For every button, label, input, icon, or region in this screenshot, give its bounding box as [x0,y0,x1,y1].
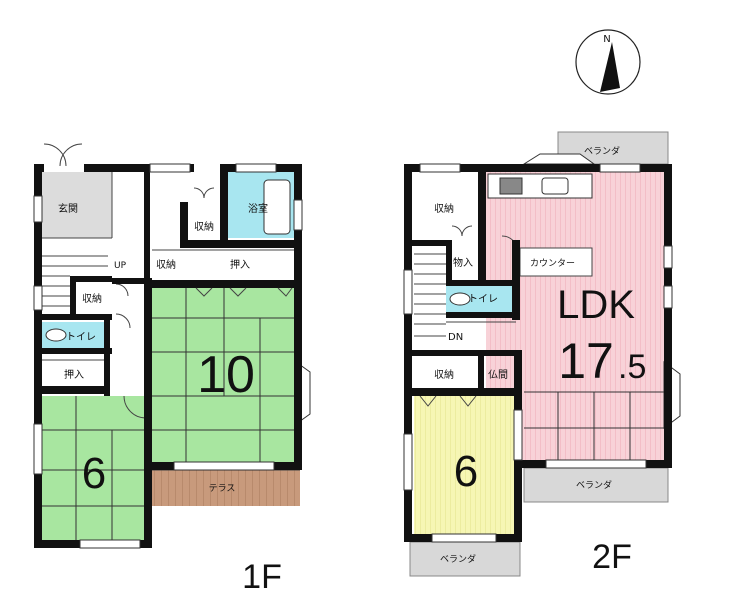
room-6-2f-floor [414,396,514,534]
compass: N [575,29,641,95]
north-arrow-icon [600,42,620,92]
veranda-right [523,467,669,503]
room-label-oshiire-6: 押入 [64,368,84,381]
veranda-right-label: ベランダ [576,479,612,491]
room-size-6-2f: 6 [454,447,478,496]
toilet-1f-icon [45,328,67,342]
washitsu-6-floor [40,396,148,540]
ldk-label: LDK [557,283,635,327]
bathtub-icon [263,179,291,235]
room-label-monoire: 物入 [453,256,473,269]
room-size-10: 10 [197,346,255,404]
north-label: N [603,34,610,45]
stove-icon [499,177,523,195]
toilet-2f-icon [449,292,471,306]
floor-label-1f: 1F [242,558,282,596]
door-markers-1f [195,287,293,297]
room-label-genkan: 玄関 [58,202,78,215]
room-label-storage-hall: 収納 [156,258,176,271]
first-floor-plan: 玄関 浴室 収納 UP 収納 押入 収納 トイレ 押入 10 6 テラス 1F [33,143,311,596]
floor-label-2f: 2F [592,538,632,576]
room-size-6-1f: 6 [82,449,106,498]
ldk-size-decimal: .5 [618,348,646,386]
room-label-counter: カウンター [530,258,575,269]
tatami-6 [40,396,148,540]
genkan-floor [42,172,112,238]
veranda-bottom-label: ベランダ [440,553,476,565]
room-label-storage-bath: 収納 [194,220,214,233]
room-label-storage-left: 収納 [82,292,102,305]
room-label-butsuma: 仏間 [488,369,508,381]
second-floor-plan: ベランダ 収納 物入 カウンター トイレ DN 収納 仏間 6 LDK 17 .… [195,131,681,577]
sink-icon [541,177,569,195]
tatami-10 [152,284,296,466]
room-label-toilet-1f: トイレ [66,332,96,343]
veranda-bottom [409,541,521,577]
room-label-bathroom: 浴室 [248,202,268,215]
veranda-top-label: ベランダ [584,145,620,157]
terrace-floor [152,470,300,506]
room-label-storage-top: 収納 [434,202,454,215]
room-label-terrace: テラス [209,483,236,494]
room-label-storage-6: 収納 [434,368,454,381]
room-label-toilet-2f: トイレ [468,294,498,305]
stairs-up-label: UP [114,261,127,271]
ldk-size-main: 17 [558,333,614,389]
windows-1f [33,163,303,549]
stairs-down-label: DN [448,332,463,343]
windows-2f [403,163,673,543]
room-label-oshiire-10: 押入 [230,258,250,271]
ldk-grid [524,391,664,462]
